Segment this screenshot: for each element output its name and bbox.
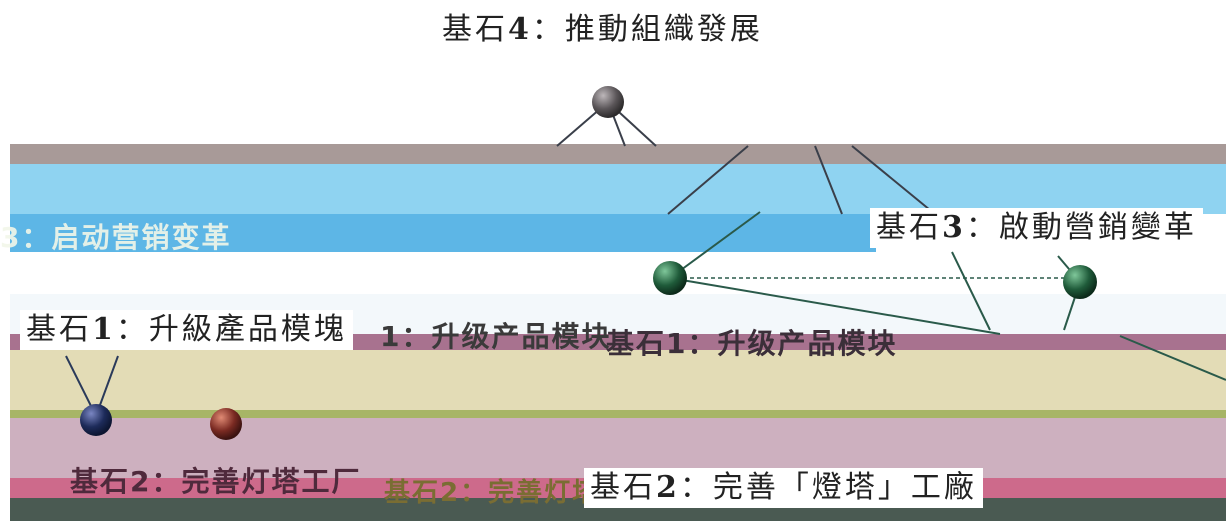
connector-line bbox=[951, 251, 991, 331]
label-number: 2 bbox=[656, 470, 680, 505]
ghost-text-4: 基石2：完善灯塔工厂 bbox=[70, 465, 362, 498]
connector-line bbox=[1119, 335, 1226, 381]
label-prefix: 基石 bbox=[590, 470, 656, 505]
cornerstone-4-label: 基石4：推動組織發展 bbox=[436, 10, 769, 50]
band-beige bbox=[10, 350, 1226, 410]
node-top-gray bbox=[592, 86, 624, 118]
band-gray bbox=[10, 144, 1226, 164]
connector-line bbox=[814, 145, 843, 215]
band-white bbox=[10, 252, 1226, 294]
node-red bbox=[210, 408, 242, 440]
node-navy bbox=[80, 404, 112, 436]
cornerstone-3-label: 基石3：啟動營銷變革 bbox=[870, 208, 1203, 248]
node-green-left bbox=[653, 261, 687, 295]
band-olive bbox=[10, 410, 1226, 418]
node-green-right bbox=[1063, 265, 1097, 299]
label-text: ：升級產品模塊 bbox=[115, 312, 347, 347]
cornerstone-1-label: 基石1：升級產品模塊 bbox=[20, 310, 353, 350]
label-text: ：完善「燈塔」工廠 bbox=[679, 470, 977, 505]
connector-line bbox=[667, 145, 749, 215]
band-light-blue bbox=[10, 164, 1226, 214]
ghost-text-1: 3：启动营销变革 bbox=[0, 221, 232, 254]
label-prefix: 基石 bbox=[876, 210, 942, 245]
label-number: 4 bbox=[508, 12, 532, 47]
label-text: ：啟動營銷變革 bbox=[965, 210, 1197, 245]
label-number: 1 bbox=[92, 312, 116, 347]
ghost-text-3: 基石1：升级产品模块 bbox=[606, 327, 898, 360]
label-number: 3 bbox=[942, 210, 966, 245]
cornerstone-2-label: 基石2：完善「燈塔」工廠 bbox=[584, 468, 983, 508]
connector-line bbox=[669, 211, 761, 279]
label-text: ：推動組織發展 bbox=[531, 12, 763, 47]
ghost-text-2: 1：升级产品模块 bbox=[380, 320, 612, 353]
connector-line bbox=[669, 277, 1001, 335]
label-prefix: 基石 bbox=[442, 12, 508, 47]
label-prefix: 基石 bbox=[26, 312, 92, 347]
connector-line bbox=[851, 145, 931, 211]
